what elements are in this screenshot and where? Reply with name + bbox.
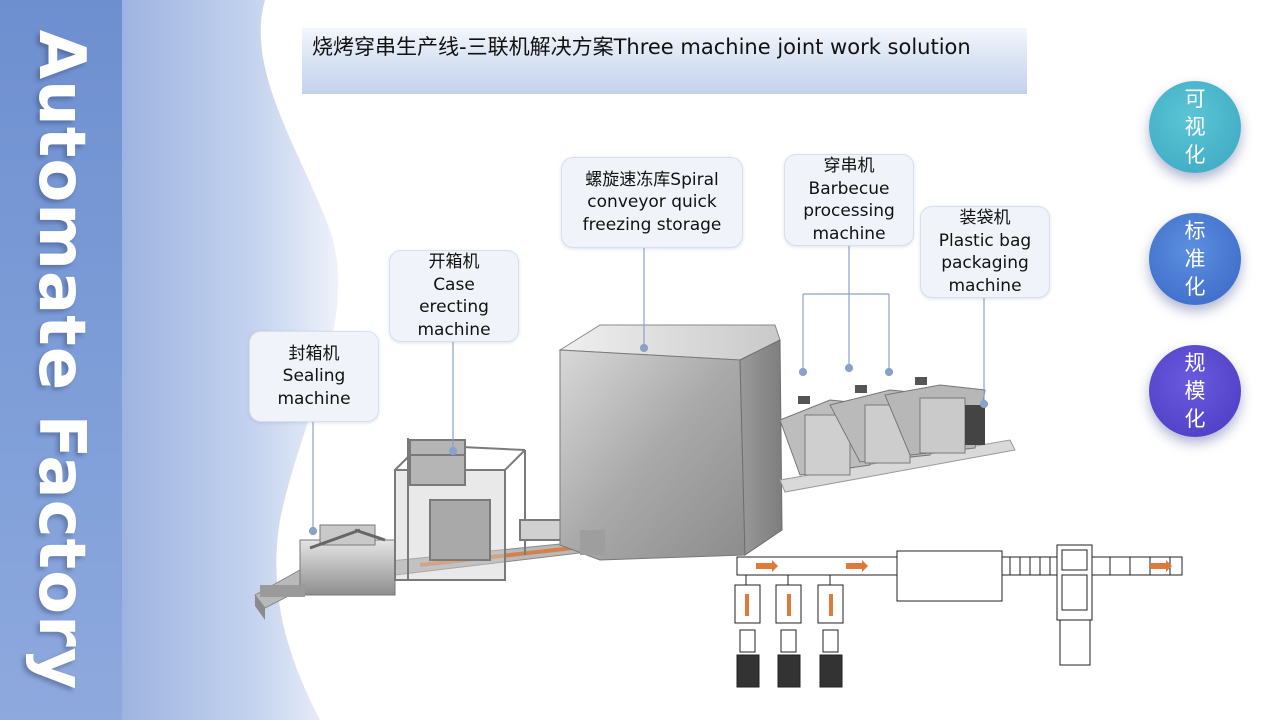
callout-spiral-freezer: 螺旋速冻库Spiral conveyor quick freezing stor… <box>561 157 743 248</box>
badge-char: 可 <box>1184 87 1206 111</box>
leader-lines <box>308 245 989 536</box>
callout-line: 螺旋速冻库Spiral <box>585 169 719 190</box>
callout-sealing-machine: 封箱机 Sealing machine <box>249 331 379 422</box>
callout-line: Plastic bag <box>938 230 1032 251</box>
callout-line: conveyor quick <box>587 192 717 213</box>
badge-char: 化 <box>1184 275 1206 299</box>
callout-line: machine <box>417 319 491 340</box>
title-bar: 烧烤穿串生产线-三联机解决方案Three machine joint work … <box>302 28 1027 94</box>
callout-case-erecting-machine: 开箱机 Case erecting machine <box>389 250 519 342</box>
page-title: 烧烤穿串生产线-三联机解决方案Three machine joint work … <box>312 35 971 59</box>
callout-line: processing <box>803 201 895 221</box>
badge-scale: 规 模 化 <box>1149 345 1241 437</box>
badge-char: 化 <box>1184 143 1206 167</box>
spiral-freezer-figure <box>558 324 783 561</box>
badge-char: 模 <box>1184 379 1206 403</box>
callout-line: freezing storage <box>582 214 722 235</box>
badge-standardization: 标 准 化 <box>1149 213 1241 305</box>
layout-schematic <box>734 544 1183 688</box>
callout-line: machine <box>948 275 1022 296</box>
callout-line: 开箱机 <box>428 252 480 272</box>
callout-line: erecting <box>419 297 489 317</box>
callout-line: 穿串机 <box>823 156 875 176</box>
badge-visualization: 可 视 化 <box>1149 81 1241 173</box>
badge-char: 化 <box>1184 407 1206 431</box>
callout-line: machine <box>812 223 886 244</box>
badge-char: 规 <box>1184 351 1206 375</box>
sidebar: Automate Factory <box>0 0 122 720</box>
callout-line: Barbecue <box>808 178 890 199</box>
callout-line: Case <box>433 274 475 295</box>
sealing-machine-figure <box>260 524 396 597</box>
barbecue-machines-figure <box>779 377 1016 493</box>
callout-line: Sealing <box>282 366 346 387</box>
callout-bag-packaging-machine: 装袋机 Plastic bag packaging machine <box>920 206 1050 298</box>
callout-line: machine <box>277 388 351 409</box>
badge-char: 视 <box>1184 115 1206 139</box>
badge-char: 准 <box>1184 247 1206 271</box>
callout-barbecue-machine: 穿串机 Barbecue processing machine <box>784 154 914 246</box>
callout-line: 封箱机 <box>288 343 340 364</box>
callout-line: 装袋机 <box>959 208 1011 228</box>
callout-line: packaging <box>941 253 1029 273</box>
schematic-flow-arrows <box>745 560 1172 616</box>
case-erecting-machine-figure <box>394 438 581 581</box>
badge-char: 标 <box>1184 219 1206 243</box>
